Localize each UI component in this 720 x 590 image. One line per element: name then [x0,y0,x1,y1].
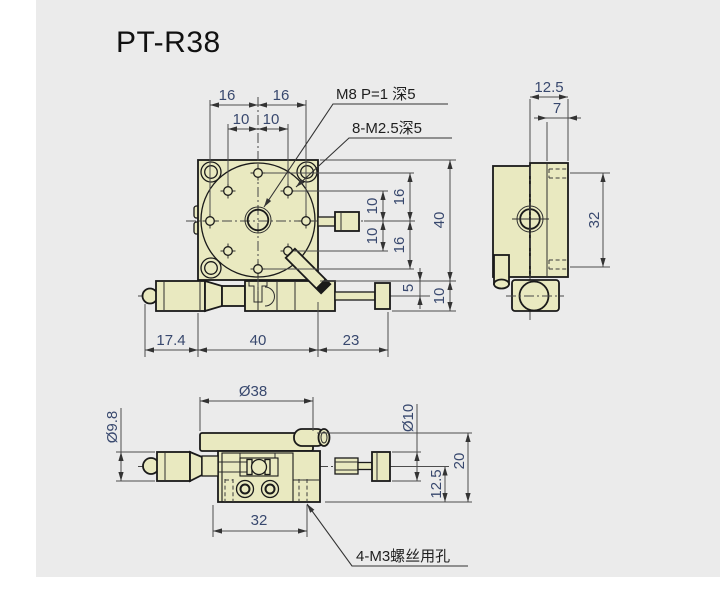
dim-12-5-side: 12.5 [534,79,563,96]
corner-counterbores [200,161,318,279]
clamp-lever [284,247,332,295]
dim-10-left: 10 [233,111,250,128]
dim-16-left: 16 [219,87,236,104]
top-view-dimensions: 16 16 10 10 10 10 16 16 40 5 10 [144,86,456,357]
dim-5: 5 [400,284,417,292]
dim-v16-top: 16 [391,189,408,206]
leader-m2-5-label: 8-M2.5深5 [352,120,422,137]
dim-40-height: 40 [431,212,448,229]
dim-10-right: 10 [263,111,280,128]
hidden-m3-holes [224,479,308,502]
dim-10-base: 10 [431,288,448,305]
dim-d10: Ø10 [400,404,417,432]
adjust-knob-top [317,211,360,232]
dim-20: 20 [451,453,468,470]
dim-7: 7 [553,100,561,117]
leader-m3-label: 4-M3螺丝用孔 [356,548,450,565]
dim-23: 23 [343,332,360,349]
dim-16-right: 16 [273,87,290,104]
dim-12-5-bottom: 12.5 [428,469,445,498]
dim-v10-bottom: 10 [364,228,381,245]
page-title: PT-R38 [116,26,221,59]
hidden-holes [548,168,568,270]
dim-d38: Ø38 [239,383,267,400]
bottom-view: Ø38 Ø9.8 Ø10 12.5 20 32 4-M3螺丝用孔 [104,383,472,567]
leader-m8-label: M8 P=1 深5 [336,86,416,103]
front-view [138,279,400,313]
dim-17-4: 17.4 [156,332,185,349]
center-hole-m8 [244,206,272,234]
dim-32-bottom: 32 [251,512,268,529]
dim-d9-8: Ø9.8 [104,411,121,444]
dim-32-side: 32 [586,212,603,229]
side-view: 12.5 7 32 [492,79,610,322]
top-view [186,97,372,295]
dim-40-width: 40 [250,332,267,349]
dim-v10-top: 10 [364,198,381,215]
dim-v16-bottom: 16 [391,237,408,254]
